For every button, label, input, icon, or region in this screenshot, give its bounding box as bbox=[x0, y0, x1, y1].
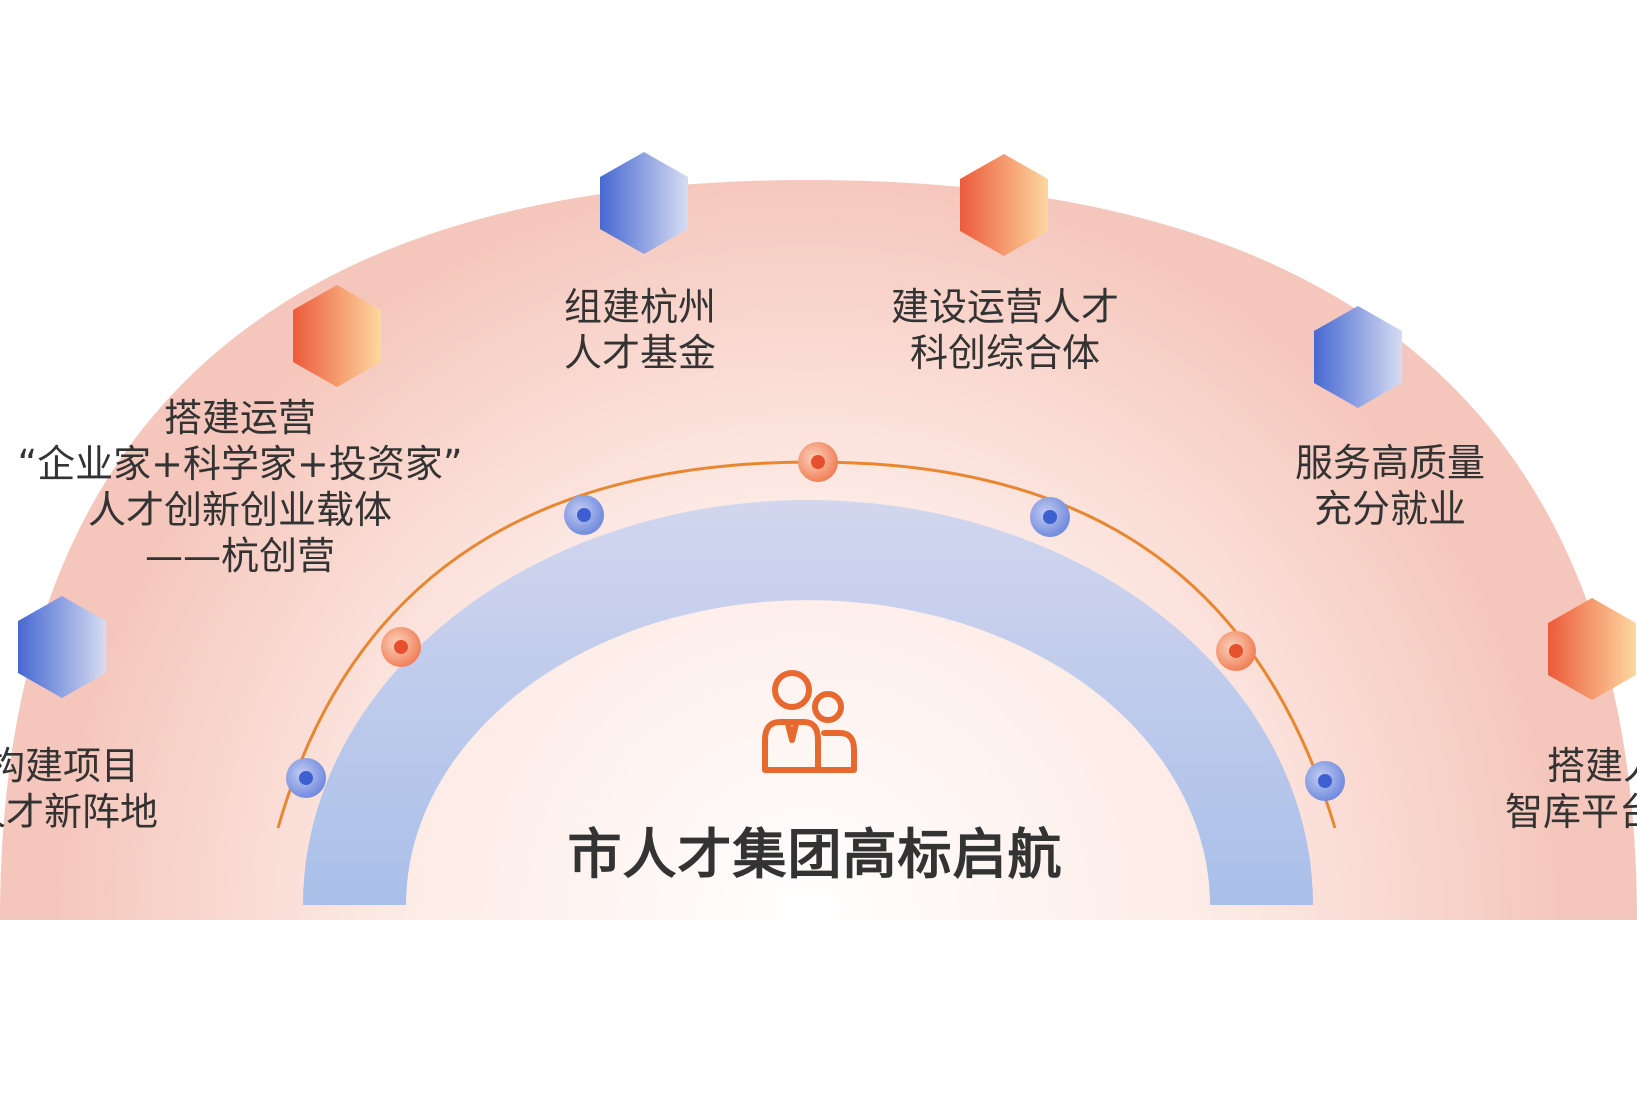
hexagon-blue-icon bbox=[1314, 306, 1402, 408]
people-icon bbox=[762, 670, 857, 773]
orbit-dots bbox=[286, 442, 1345, 801]
orbit-dot bbox=[1305, 761, 1345, 801]
hexagon-blue-icon bbox=[18, 596, 106, 698]
orbit-dot bbox=[1030, 497, 1070, 537]
item-label-2: 搭建运营 “企业家+科学家+投资家” 人才创新创业载体 ——杭创营 bbox=[17, 396, 463, 578]
hexagons bbox=[18, 152, 1636, 700]
item-label-3: 组建杭州 人才基金 bbox=[563, 285, 716, 375]
orbit-dot bbox=[564, 495, 604, 535]
orbit-dot bbox=[798, 442, 838, 482]
orbit-dot bbox=[286, 758, 326, 798]
orbit-dot bbox=[381, 627, 421, 667]
hexagon-orange-icon bbox=[960, 154, 1048, 256]
orbit-dot bbox=[1216, 631, 1256, 671]
item-label-6: 搭建人才 智库平台 bbox=[1505, 744, 1637, 834]
center-band-arc bbox=[303, 500, 1313, 905]
hexagon-orange-icon bbox=[1548, 598, 1636, 700]
hexagon-orange-icon bbox=[293, 285, 381, 387]
item-label-1: 构建项目 人才新阵地 bbox=[0, 744, 158, 834]
item-label-5: 服务高质量 充分就业 bbox=[1294, 441, 1485, 531]
item-label-4: 建设运营人才 科创综合体 bbox=[890, 285, 1119, 375]
center-title: 市人才集团高标启航 bbox=[567, 823, 1063, 886]
hexagon-blue-icon bbox=[600, 152, 688, 254]
